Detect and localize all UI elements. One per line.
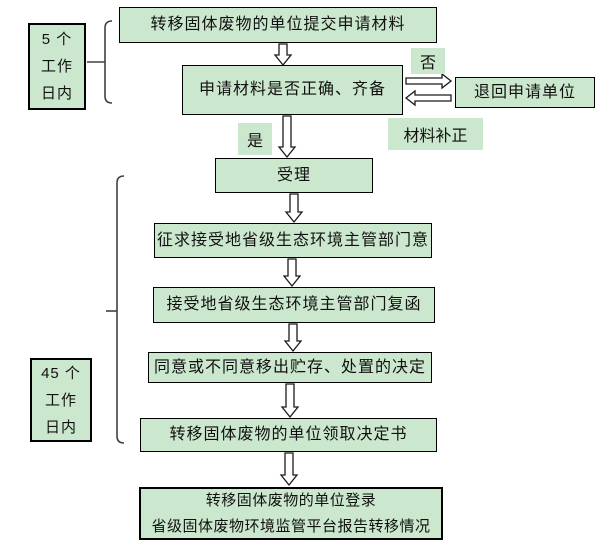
- box-check-materials: 申请材料是否正确、齐备: [182, 65, 403, 115]
- box-check-materials-label: 申请材料是否正确、齐备: [198, 81, 386, 98]
- box-receive-decision-label: 转移固体废物的单位领取决定书: [169, 426, 408, 443]
- duration-top-line3: 日内: [40, 85, 73, 102]
- arrow-down-reply-to-decision: [283, 323, 303, 353]
- arrow-down-accept-to-consult: [284, 193, 304, 224]
- box-consult-province: 征求接受地省级生态环境主管部门意: [154, 223, 432, 258]
- box-province-reply-label: 接受地省级生态环境主管部门复函: [166, 296, 422, 313]
- arrow-down-check-to-accept: [277, 115, 297, 159]
- label-yes: 是: [238, 123, 272, 155]
- arrow-down-decision-to-receive: [280, 383, 300, 419]
- label-supplement: 材料补正: [388, 118, 483, 150]
- brace-5-working-days: [104, 20, 113, 104]
- arrow-down-consult-to-reply: [282, 258, 302, 288]
- label-supplement-text: 材料补正: [403, 128, 468, 145]
- duration-top-line1: 5 个: [41, 31, 73, 48]
- box-decision: 同意或不同意移出贮存、处置的决定: [148, 352, 432, 383]
- duration-bottom-line2: 工作: [44, 391, 77, 409]
- box-accept: 受理: [215, 158, 373, 193]
- box-submit-materials: 转移固体废物的单位提交申请材料: [119, 7, 437, 43]
- duration-top-line2: 工作: [40, 58, 73, 75]
- box-return-unit-label: 退回申请单位: [473, 83, 576, 101]
- box-decision-label: 同意或不同意移出贮存、处置的决定: [153, 358, 426, 376]
- label-yes-text: 是: [246, 133, 263, 150]
- box-consult-province-label: 征求接受地省级生态环境主管部门意: [156, 231, 429, 249]
- arrow-left-return-to-check: [404, 89, 452, 107]
- box-5-working-days: 5 个 工作 日内: [28, 23, 86, 110]
- box-province-reply: 接受地省级生态环境主管部门复函: [153, 287, 435, 323]
- duration-bottom-line3: 日内: [44, 418, 77, 436]
- arrow-down-receive-to-report: [279, 452, 299, 487]
- arrow-right-check-to-return: [405, 72, 453, 90]
- box-report-transfer-line1: 转移固体废物的单位登录: [205, 491, 377, 509]
- box-45-working-days: 45 个 工作 日内: [30, 358, 92, 442]
- box-submit-materials-label: 转移固体废物的单位提交申请材料: [150, 16, 406, 33]
- box-accept-label: 受理: [276, 166, 311, 184]
- label-no: 否: [411, 48, 445, 74]
- duration-bottom-line1: 45 个: [41, 364, 81, 382]
- box-report-transfer-line2: 省级固体废物环境监管平台报告转移情况: [151, 517, 431, 535]
- box-return-unit: 退回申请单位: [455, 77, 595, 108]
- box-report-transfer: 转移固体废物的单位登录 省级固体废物环境监管平台报告转移情况: [139, 487, 443, 540]
- arrow-down-submit-to-check: [273, 43, 293, 67]
- brace-45-working-days: [116, 175, 125, 444]
- box-receive-decision: 转移固体废物的单位领取决定书: [140, 418, 437, 452]
- label-no-text: 否: [419, 55, 436, 72]
